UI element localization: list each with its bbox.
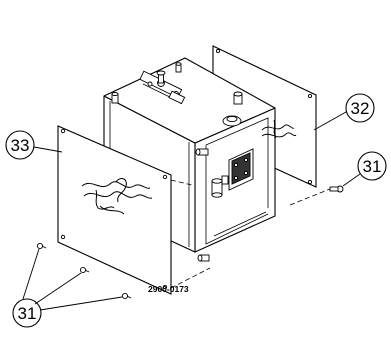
callout-32-label: 32 xyxy=(351,99,370,118)
screw-left-2 xyxy=(79,266,90,274)
screw-left-1 xyxy=(36,242,47,250)
callout-33: 33 xyxy=(5,130,63,160)
part-number-label: 2900-0173 xyxy=(148,284,189,294)
callout-31-left: 31 xyxy=(12,248,123,328)
callout-32: 32 xyxy=(313,93,375,131)
screws xyxy=(36,185,344,300)
enclosure-inner-frame xyxy=(205,117,269,245)
rear-wiring xyxy=(261,119,297,139)
side-fittings xyxy=(195,148,210,262)
screw-right xyxy=(329,185,344,193)
front-panel-holes xyxy=(60,128,168,290)
top-fittings xyxy=(111,62,243,127)
callout-31-right-label: 31 xyxy=(363,157,382,176)
top-connector xyxy=(168,90,186,105)
assembly-dash-lines xyxy=(170,179,331,289)
callout-31-left-label: 31 xyxy=(18,304,37,323)
callout-31-right: 31 xyxy=(342,151,387,187)
front-panel-wiring xyxy=(81,178,153,215)
rear-panel-holes xyxy=(215,48,313,185)
terminal-block xyxy=(228,148,254,191)
front-cover-panel xyxy=(57,125,172,295)
screw-left-3 xyxy=(121,292,132,300)
callout-33-label: 33 xyxy=(11,136,30,155)
internal-component xyxy=(211,175,229,198)
